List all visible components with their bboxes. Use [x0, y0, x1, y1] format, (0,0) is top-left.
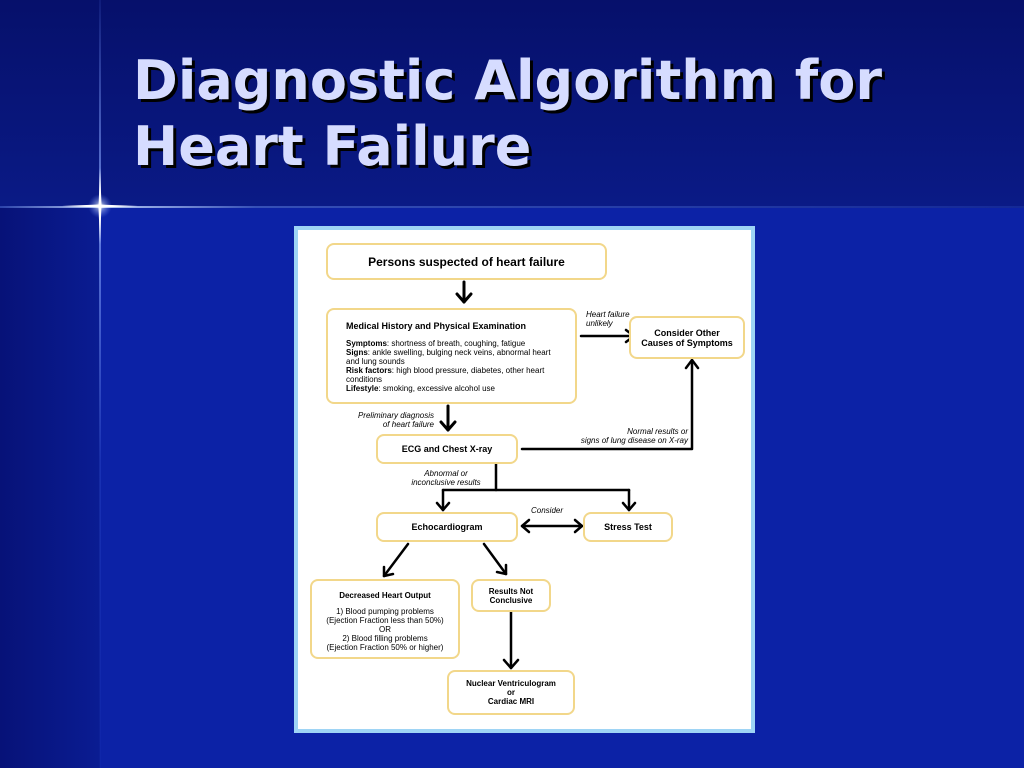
symptoms-value: : shortness of breath, coughing, fatigue — [386, 339, 526, 348]
arrow-ecg-to-branch — [435, 462, 637, 512]
signs-value: : ankle swelling, bulging neck veins, ab… — [346, 348, 551, 366]
arrow-echo-to-notconclusive — [482, 542, 508, 576]
risk-key: Risk factors — [346, 366, 392, 375]
history-risk: Risk factors: high blood pressure, diabe… — [346, 366, 565, 384]
other-causes-label: Consider Other Causes of Symptoms — [641, 327, 733, 348]
label-normal-results: Normal results or signs of lung disease … — [560, 427, 688, 445]
echo-node: Echocardiogram — [376, 512, 518, 542]
start-node: Persons suspected of heart failure — [326, 243, 607, 280]
arrow-history-to-other — [579, 328, 636, 344]
nuclear-line-3: Cardiac MRI — [487, 697, 535, 706]
nuclear-line-2: or — [507, 688, 515, 697]
start-label: Persons suspected of heart failure — [368, 254, 565, 269]
history-lifestyle: Lifestyle: smoking, excessive alcohol us… — [346, 384, 565, 393]
label-normal-results-1: Normal results or — [627, 427, 688, 436]
risk-value: : high blood pressure, diabetes, other h… — [346, 366, 545, 384]
label-hf-unlikely-1: Heart failure — [586, 310, 630, 319]
flowchart-panel: Persons suspected of heart failure Medic… — [294, 226, 755, 733]
history-symptoms: Symptoms: shortness of breath, coughing,… — [346, 339, 565, 348]
not-conclusive-node: Results Not Conclusive — [471, 579, 551, 612]
arrow-echo-to-decreased — [382, 542, 410, 578]
label-preliminary: Preliminary diagnosis of heart failure — [338, 411, 434, 429]
decreased-heading: Decreased Heart Output — [339, 591, 431, 600]
signs-key: Signs — [346, 348, 368, 357]
decreased-line-2: (Ejection Fraction less than 50%) — [326, 616, 444, 625]
label-abnormal-1: Abnormal or — [424, 469, 468, 478]
decreased-line-4: 2) Blood filling problems — [342, 634, 428, 643]
symptoms-key: Symptoms — [346, 339, 387, 348]
arrow-start-to-history — [455, 280, 473, 304]
label-abnormal: Abnormal or inconclusive results — [398, 469, 494, 487]
not-conclusive-line-1: Results Not — [488, 586, 534, 596]
nuclear-line-1: Nuclear Ventriculogram — [466, 679, 556, 688]
history-heading: Medical History and Physical Examination — [346, 321, 527, 331]
label-abnormal-2: inconclusive results — [411, 478, 481, 487]
label-consider: Consider — [531, 506, 563, 515]
arrow-notconclusive-to-nuclear — [502, 610, 520, 670]
vertical-accent-line — [99, 0, 101, 768]
left-band-background — [0, 208, 100, 768]
history-node: Medical History and Physical Examination… — [326, 308, 577, 404]
sparkle-icon — [62, 168, 138, 244]
label-consider-text: Consider — [531, 506, 564, 515]
slide-title-line-1: Diagnostic Algorithm for — [133, 49, 882, 112]
not-conclusive-line-2: Conclusive — [489, 595, 533, 605]
label-preliminary-1: Preliminary diagnosis — [357, 411, 434, 420]
arrow-ecg-to-other — [520, 358, 700, 451]
other-causes-node: Consider Other Causes of Symptoms — [629, 316, 745, 359]
stress-test-label: Stress Test — [604, 522, 652, 532]
stress-test-node: Stress Test — [583, 512, 673, 542]
label-normal-results-2: signs of lung disease on X-ray — [580, 436, 688, 445]
echo-label: Echocardiogram — [411, 522, 483, 532]
decreased-output-node: Decreased Heart Output 1) Blood pumping … — [310, 579, 460, 659]
arrow-echo-stress — [520, 518, 584, 534]
horizontal-accent-line — [0, 206, 1024, 208]
header-background — [0, 0, 1024, 208]
ecg-node: ECG and Chest X-ray — [376, 434, 518, 464]
history-signs: Signs: ankle swelling, bulging neck vein… — [346, 348, 565, 366]
lifestyle-value: : smoking, excessive alcohol use — [378, 384, 495, 393]
ecg-label: ECG and Chest X-ray — [401, 444, 493, 454]
label-hf-unlikely-2: unlikely — [586, 319, 613, 328]
flowchart-connectors — [382, 280, 700, 670]
arrow-history-to-ecg — [439, 404, 457, 432]
decreased-line-1: 1) Blood pumping problems — [336, 607, 434, 616]
slide-title: Diagnostic Algorithm for Heart Failure — [133, 48, 1013, 180]
decreased-line-3: OR — [379, 625, 391, 634]
slide-title-line-2: Heart Failure — [133, 115, 532, 178]
label-hf-unlikely: Heart failure unlikely — [586, 310, 630, 328]
decreased-line-5: (Ejection Fraction 50% or higher) — [326, 643, 444, 652]
label-preliminary-2: of heart failure — [382, 420, 434, 429]
nuclear-node: Nuclear Ventriculogram or Cardiac MRI — [447, 670, 575, 715]
lifestyle-key: Lifestyle — [346, 384, 379, 393]
